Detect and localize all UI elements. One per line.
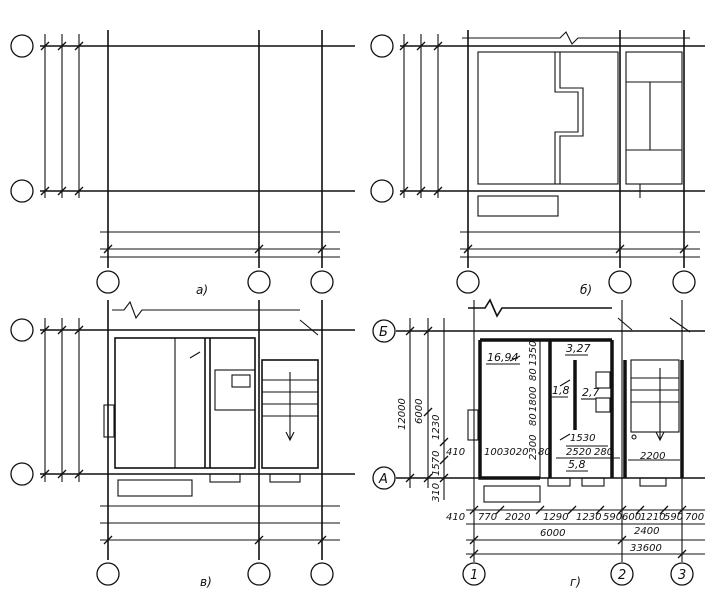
panel-b: б)	[370, 30, 705, 297]
plan-walls	[467, 298, 691, 503]
plan-walls	[103, 300, 319, 497]
dimension-label: 2520	[566, 447, 591, 458]
dimension-label: 12000	[397, 398, 408, 430]
axis-bubbles	[10, 318, 334, 586]
grid-lines	[400, 30, 705, 268]
wall-outlines	[462, 31, 690, 217]
grid-lines	[40, 30, 355, 268]
dimension-label: 6000	[540, 528, 565, 539]
dimension-label: 100	[484, 447, 503, 458]
dimension-label: 6000	[414, 399, 425, 424]
grid-lines	[40, 300, 355, 560]
dimension-lines	[399, 34, 700, 258]
dimension-label: 410	[446, 512, 465, 523]
dimension-labels: 12000 6000 1230 1570 310 1350 80 1800 80…	[397, 341, 704, 554]
panel-caption: в)	[200, 575, 212, 589]
dimension-label: 310	[431, 483, 442, 502]
room-area-label: 16,94	[487, 351, 519, 364]
axis-bubbles	[370, 34, 696, 294]
dimension-label: 590	[603, 512, 622, 523]
axis-bubbles: Б А 1 2 3	[372, 319, 694, 586]
axis-bubble-2	[610, 562, 634, 586]
dimension-label: 1230	[431, 415, 442, 440]
room-area-label: 2,7	[582, 386, 600, 399]
axis-bubble-upper	[372, 319, 396, 343]
panel-a: а)	[10, 30, 355, 297]
dimension-label: 410	[446, 447, 465, 458]
panel-caption: г)	[570, 575, 581, 589]
dimension-label: 2200	[640, 451, 665, 462]
dimension-label: 1210	[640, 512, 665, 523]
axis-label-upper: Б	[379, 325, 388, 340]
panel-caption: а)	[196, 283, 208, 297]
axis-label-2: 2	[618, 568, 626, 583]
dimension-label: 1570	[431, 451, 442, 476]
dimension-label: 1800	[528, 387, 539, 412]
dimension-label: 1350	[528, 341, 539, 366]
dimension-label: 33600	[630, 543, 662, 554]
room-area-label: 5,8	[568, 458, 586, 471]
dimension-label: 590	[664, 512, 683, 523]
dimension-label: 1230	[576, 512, 601, 523]
dimension-label: 2400	[634, 526, 659, 537]
dimension-label: 1530	[570, 433, 595, 444]
axis-label-lower: А	[378, 472, 388, 487]
axis-label-1: 1	[470, 568, 478, 583]
room-area-label: 3,27	[566, 342, 591, 355]
axis-bubble-1	[462, 562, 486, 586]
dimension-lines	[40, 318, 340, 545]
dimension-lines	[405, 318, 705, 559]
axis-bubble-3	[670, 562, 694, 586]
dimension-label: 280	[594, 447, 613, 458]
room-area-label: 1,8	[552, 384, 570, 397]
dimension-label: 1290	[543, 512, 568, 523]
dimension-label: 80	[538, 447, 551, 458]
dimension-label: 2020	[505, 512, 530, 523]
axis-label-3: 3	[678, 568, 686, 583]
room-areas: 16,94 3,27 2,7 1,8 5,8	[486, 342, 600, 472]
dimension-label: 3020	[503, 447, 528, 458]
axis-bubble-lower	[372, 466, 396, 490]
panel-caption: б)	[580, 283, 592, 297]
dimension-label: 700	[685, 512, 704, 523]
dimension-label: 770	[478, 512, 497, 523]
dimension-label: 600	[622, 512, 641, 523]
panel-g: Б А 1 2 3 16,94 3,27 2,7 1,8 5,8 12000 6…	[372, 298, 705, 589]
dimension-label: 80	[528, 413, 539, 426]
dimension-lines	[40, 34, 340, 258]
axis-bubbles	[10, 34, 334, 294]
dimension-label: 80	[528, 368, 539, 381]
panel-v: в)	[10, 300, 355, 589]
dimension-label: 2300	[528, 435, 539, 460]
